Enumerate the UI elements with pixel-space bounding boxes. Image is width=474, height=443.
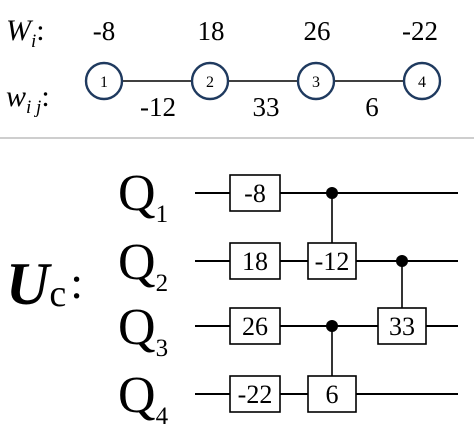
gate-label: 18 bbox=[242, 247, 268, 276]
edge-weight-2-3: 33 bbox=[253, 92, 280, 122]
circuit-section: Uc: Q1 Q2 Q3 Q4 -8 18 26 -22 bbox=[6, 165, 458, 430]
controlled-gate-q3-q4: 6 bbox=[307, 320, 357, 413]
node-weight-3: 26 bbox=[304, 16, 331, 46]
gate-label: 33 bbox=[389, 312, 415, 341]
edge-weight-3-4: 6 bbox=[365, 92, 379, 122]
node-weight-1: -8 bbox=[93, 16, 116, 46]
gate-label: -8 bbox=[244, 179, 266, 208]
control-dot bbox=[326, 320, 338, 332]
gate-q4-single: -22 bbox=[229, 375, 281, 413]
node-id-3: 3 bbox=[312, 74, 320, 91]
qubit-label-2: Q2 bbox=[118, 234, 168, 297]
graph-node-4: 4 bbox=[402, 61, 442, 101]
gate-label: 26 bbox=[242, 312, 268, 341]
qubit-label-3: Q3 bbox=[118, 299, 168, 362]
gate-label: -12 bbox=[315, 247, 350, 276]
qubit-label-1: Q1 bbox=[118, 165, 168, 228]
graph-node-2: 2 bbox=[190, 61, 230, 101]
control-dot bbox=[396, 255, 408, 267]
node-weight-2: 18 bbox=[198, 16, 225, 46]
circuit-label: Uc: bbox=[6, 251, 83, 317]
graph-section: Wi: wi j: -8 18 26 -22 1 2 3 4 bbox=[6, 14, 442, 122]
controlled-gate-q2-q3: 33 bbox=[377, 255, 427, 345]
node-id-2: 2 bbox=[206, 74, 214, 91]
graph-node-3: 3 bbox=[296, 61, 336, 101]
control-dot bbox=[326, 187, 338, 199]
node-weight-4: -22 bbox=[402, 16, 438, 46]
gate-q1-single: -8 bbox=[229, 174, 281, 212]
qubit-label-4: Q4 bbox=[118, 367, 169, 430]
node-id-4: 4 bbox=[418, 74, 426, 91]
edge-weight-1-2: -12 bbox=[140, 92, 176, 122]
edge-weights-label: wi j: bbox=[6, 80, 50, 118]
gate-q3-single: 26 bbox=[229, 307, 281, 345]
gate-label: -22 bbox=[238, 380, 273, 409]
node-id-1: 1 bbox=[100, 74, 108, 91]
controlled-gate-q1-q2: -12 bbox=[307, 187, 357, 280]
graph-node-1: 1 bbox=[84, 61, 124, 101]
gate-label: 6 bbox=[326, 380, 339, 409]
gate-q2-single: 18 bbox=[229, 242, 281, 280]
node-weights-label: Wi: bbox=[6, 14, 45, 52]
